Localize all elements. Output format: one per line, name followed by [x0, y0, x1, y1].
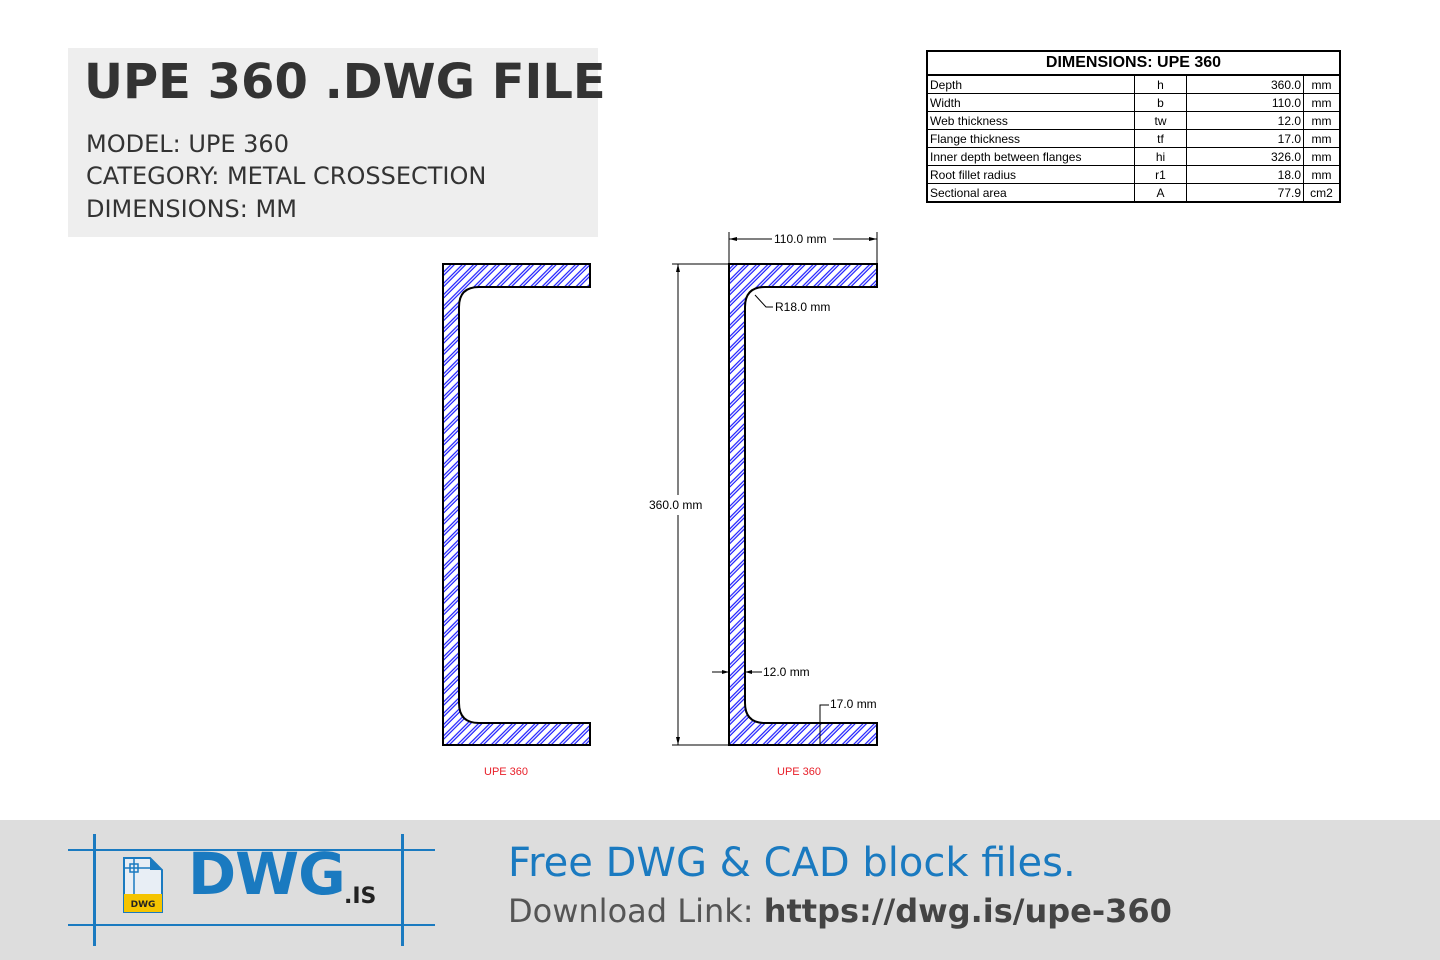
model-line: MODEL: UPE 360: [86, 130, 289, 158]
title-block: UPE 360 .DWG FILE MODEL: UPE 360 CATEGOR…: [68, 48, 606, 237]
row-value: 18.0: [1186, 165, 1304, 184]
logo-text: DWG: [188, 840, 346, 908]
dwg-file-icon: DWG: [123, 857, 163, 913]
table-row: Depth h 360.0 mm: [926, 74, 1341, 94]
row-label: Width: [926, 93, 1135, 112]
download-prefix: Download Link:: [508, 892, 764, 930]
depth-dimension: [672, 263, 729, 746]
row-unit: mm: [1303, 165, 1341, 184]
dimensions-table: DIMENSIONS: UPE 360 Depth h 360.0 mm Wid…: [926, 50, 1341, 203]
left-profile-label: UPE 360: [484, 766, 528, 778]
row-value: 110.0: [1186, 93, 1304, 112]
row-label: Flange thickness: [926, 129, 1135, 148]
row-value: 17.0: [1186, 129, 1304, 148]
radius-leader: [754, 294, 773, 308]
row-value: 326.0: [1186, 147, 1304, 166]
tagline: Free DWG & CAD block files.: [508, 840, 1076, 886]
logo-frame-line: [68, 849, 435, 851]
width-dimension-label: 110.0 mm: [774, 232, 826, 246]
row-symbol: tw: [1134, 111, 1187, 130]
row-unit: mm: [1303, 74, 1341, 94]
web-thickness-dimension: [712, 670, 762, 674]
row-label: Web thickness: [926, 111, 1135, 130]
table-row: Web thickness tw 12.0 mm: [926, 111, 1341, 130]
table-header-row: DIMENSIONS: UPE 360: [926, 50, 1341, 76]
radius-dimension-label: R18.0 mm: [775, 300, 830, 314]
category-line: CATEGORY: METAL CROSSECTION: [86, 162, 487, 190]
table-title: DIMENSIONS: UPE 360: [926, 50, 1341, 76]
flange-thickness-leader: [819, 704, 829, 723]
channel-profile-right: [728, 263, 878, 746]
table-row: Inner depth between flanges hi 326.0 mm: [926, 147, 1341, 166]
width-dimension: [728, 232, 878, 264]
logo-frame-line: [93, 834, 96, 946]
logo-frame-line: [68, 924, 435, 926]
download-line: Download Link: https://dwg.is/upe-360: [508, 892, 1172, 930]
row-label: Root fillet radius: [926, 165, 1135, 184]
page-title: UPE 360 .DWG FILE: [84, 54, 606, 110]
footer-banner: DWG DWG .IS Free DWG & CAD block files. …: [0, 820, 1440, 960]
row-unit: cm2: [1303, 183, 1341, 203]
depth-dimension-label: 360.0 mm: [649, 498, 702, 512]
web-thickness-label: 12.0 mm: [763, 665, 810, 679]
row-unit: mm: [1303, 111, 1341, 130]
row-symbol: r1: [1134, 165, 1187, 184]
logo-frame-line: [401, 834, 404, 946]
dimensions-line: DIMENSIONS: MM: [86, 195, 297, 223]
table-row: Root fillet radius r1 18.0 mm: [926, 165, 1341, 184]
row-unit: mm: [1303, 93, 1341, 112]
cad-drawing: UPE 360 UPE 360 110.0 mm 360.0 mm R18.0 …: [442, 232, 878, 778]
right-profile-label: UPE 360: [777, 766, 821, 778]
flange-thickness-label: 17.0 mm: [830, 697, 877, 711]
row-label: Sectional area: [926, 183, 1135, 203]
table-row: Width b 110.0 mm: [926, 93, 1341, 112]
table-row: Sectional area A 77.9 cm2: [926, 183, 1341, 203]
logo-suffix: .IS: [344, 884, 377, 909]
row-unit: mm: [1303, 129, 1341, 148]
logo-badge-text: DWG: [131, 900, 156, 910]
table-row: Flange thickness tf 17.0 mm: [926, 129, 1341, 148]
row-value: 77.9: [1186, 183, 1304, 203]
download-link[interactable]: https://dwg.is/upe-360: [763, 892, 1172, 930]
channel-profile-left: [442, 263, 591, 746]
row-label: Inner depth between flanges: [926, 147, 1135, 166]
